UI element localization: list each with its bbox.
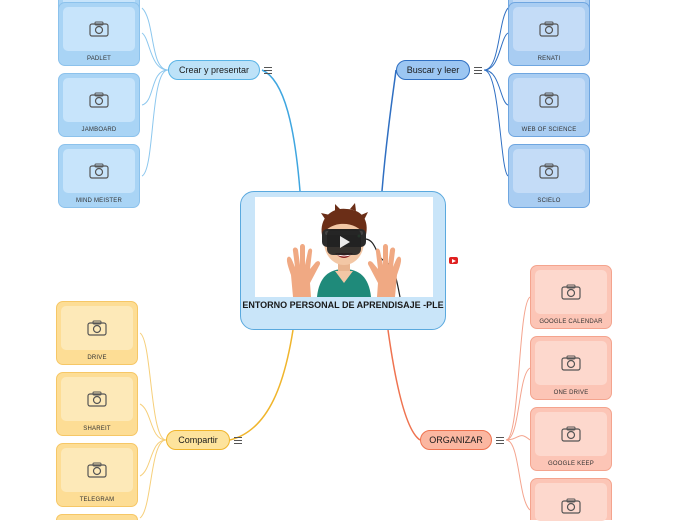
camera-icon bbox=[89, 163, 109, 179]
camera-icon bbox=[89, 92, 109, 108]
card-label: ONE DRIVE bbox=[553, 390, 589, 396]
card-label: SCIELO bbox=[537, 198, 561, 204]
card-partial-bottom-right[interactable] bbox=[530, 478, 612, 521]
camera-icon bbox=[89, 21, 109, 37]
card-jamboard[interactable]: JAMBOARD bbox=[58, 73, 140, 137]
camera-icon bbox=[539, 163, 559, 179]
card-telegram[interactable]: TELEGRAM bbox=[56, 443, 138, 507]
camera-icon bbox=[561, 498, 581, 514]
card-label: DRIVE bbox=[87, 355, 107, 361]
card-renati[interactable]: RENATI bbox=[508, 2, 590, 66]
card-label: MIND MEISTER bbox=[75, 198, 123, 204]
camera-icon bbox=[87, 391, 107, 407]
topic-buscar-y-leer[interactable]: Buscar y leer bbox=[396, 60, 470, 80]
menu-icon[interactable] bbox=[234, 437, 242, 444]
topic-organizar[interactable]: ORGANIZAR bbox=[420, 430, 492, 450]
card-mind-meister[interactable]: MIND MEISTER bbox=[58, 144, 140, 208]
card-padlet[interactable]: PADLET bbox=[58, 2, 140, 66]
youtube-icon[interactable] bbox=[449, 257, 458, 264]
card-google-calendar[interactable]: GOOGLE CALENDAR bbox=[530, 265, 612, 329]
card-label: TELEGRAM bbox=[79, 497, 115, 503]
menu-icon[interactable] bbox=[496, 437, 504, 444]
card-label: SHAREIT bbox=[83, 426, 111, 432]
menu-icon[interactable] bbox=[474, 67, 482, 74]
card-drive[interactable]: DRIVE bbox=[56, 301, 138, 365]
card-shareit[interactable]: SHAREIT bbox=[56, 372, 138, 436]
camera-icon bbox=[561, 284, 581, 300]
topic-crear-y-presentar[interactable]: Crear y presentar bbox=[168, 60, 260, 80]
card-label: RENATI bbox=[537, 56, 561, 62]
central-topic[interactable]: ENTORNO PERSONAL DE APRENDISAJE -PLE bbox=[240, 191, 446, 330]
card-one-drive[interactable]: ONE DRIVE bbox=[530, 336, 612, 400]
camera-icon bbox=[539, 21, 559, 37]
menu-icon[interactable] bbox=[264, 67, 272, 74]
card-partial-bottom-left[interactable] bbox=[56, 514, 138, 520]
card-label: GOOGLE CALENDAR bbox=[539, 319, 603, 325]
camera-icon bbox=[87, 462, 107, 478]
card-scielo[interactable]: SCIELO bbox=[508, 144, 590, 208]
camera-icon bbox=[539, 92, 559, 108]
card-web-of-science[interactable]: WEB OF SCIENCE bbox=[508, 73, 590, 137]
camera-icon bbox=[561, 426, 581, 442]
central-title: ENTORNO PERSONAL DE APRENDISAJE -PLE bbox=[242, 300, 444, 310]
video-thumbnail[interactable] bbox=[255, 197, 433, 297]
card-label: JAMBOARD bbox=[81, 127, 117, 133]
topic-compartir[interactable]: Compartir bbox=[166, 430, 230, 450]
card-label: PADLET bbox=[86, 56, 112, 62]
camera-icon bbox=[87, 320, 107, 336]
card-google-keep[interactable]: GOOGLE KEEP bbox=[530, 407, 612, 471]
card-label: WEB OF SCIENCE bbox=[521, 127, 577, 133]
card-label: GOOGLE KEEP bbox=[548, 461, 594, 467]
play-icon[interactable] bbox=[327, 229, 361, 255]
camera-icon bbox=[561, 355, 581, 371]
